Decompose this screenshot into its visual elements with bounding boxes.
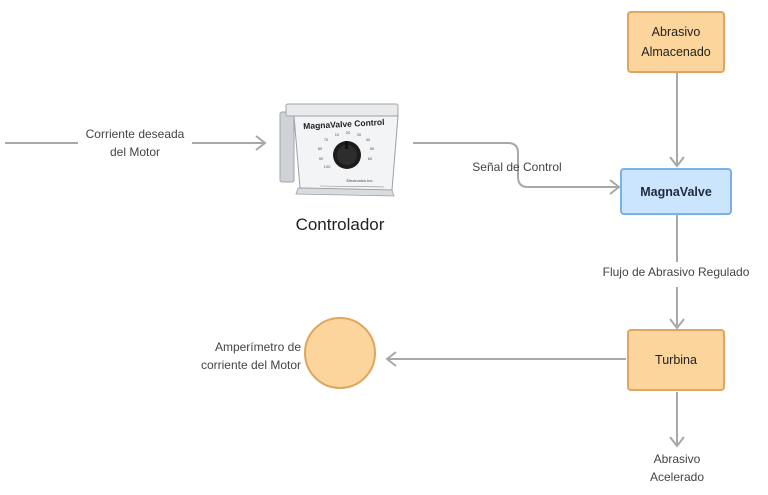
node-controlador-label: Controlador [295, 215, 385, 234]
node-magnavalve: MagnaValve [620, 168, 732, 215]
label-senal-control: Señal de Control [472, 160, 562, 174]
arrowhead-turbina [669, 318, 685, 330]
label-flujo-regulado: Flujo de Abrasivo Regulado [602, 265, 750, 279]
dial-tick-90: 90 [319, 156, 324, 161]
edge-senal-control [413, 142, 618, 188]
label-amperimetro: Amperímetro de corriente del Motor [176, 338, 301, 374]
label-amperimetro-line1: Amperímetro de [214, 340, 301, 354]
dial-tick-50: 50 [370, 146, 375, 151]
svg-text:MagnaValve Control: MagnaValve Control [303, 117, 385, 131]
dial-tick-40: 40 [366, 137, 371, 142]
device-brand: MagnaValve [303, 119, 352, 132]
dial-tick-30: 30 [357, 132, 362, 137]
label-corriente-deseada-line2: del Motor [109, 145, 161, 159]
label-corriente-deseada-line1: Corriente deseada [85, 127, 185, 141]
node-abrasivo-almacenado: Abrasivo Almacenado [627, 11, 725, 73]
dial-tick-100: 100 [324, 164, 331, 169]
node-turbina: Turbina [627, 329, 725, 391]
dial-tick-80: 80 [318, 146, 323, 151]
node-abrasivo-acelerado-line1: Abrasivo [653, 452, 701, 466]
arrowhead-valve-top [669, 156, 685, 168]
device-maker: Electronics Inc. [346, 178, 373, 183]
arrowhead-amperimetro [385, 351, 397, 367]
dial-tick-60: 60 [368, 156, 373, 161]
node-abrasivo-almacenado-line2: Almacenado [641, 45, 711, 59]
arrowhead-magnavalve [609, 179, 621, 195]
dial-tick-70: 70 [324, 137, 329, 142]
node-amperimetro [304, 317, 376, 389]
label-corriente-deseada: Corriente deseada del Motor [70, 125, 200, 161]
arrowhead-controller [255, 135, 267, 151]
dial-tick-10: 10 [335, 132, 340, 137]
arrowhead-salida [669, 436, 685, 448]
node-abrasivo-acelerado-line2: Acelerado [649, 470, 705, 484]
dial-tick-20: 20 [346, 130, 351, 135]
device-model: Control [354, 117, 385, 129]
node-abrasivo-acelerado: Abrasivo Acelerado [627, 450, 727, 486]
node-abrasivo-almacenado-line1: Abrasivo [651, 25, 701, 39]
controller-device-image: MagnaValve Control 10 20 30 40 50 60 70 … [279, 103, 399, 197]
label-amperimetro-line2: corriente del Motor [200, 358, 301, 372]
